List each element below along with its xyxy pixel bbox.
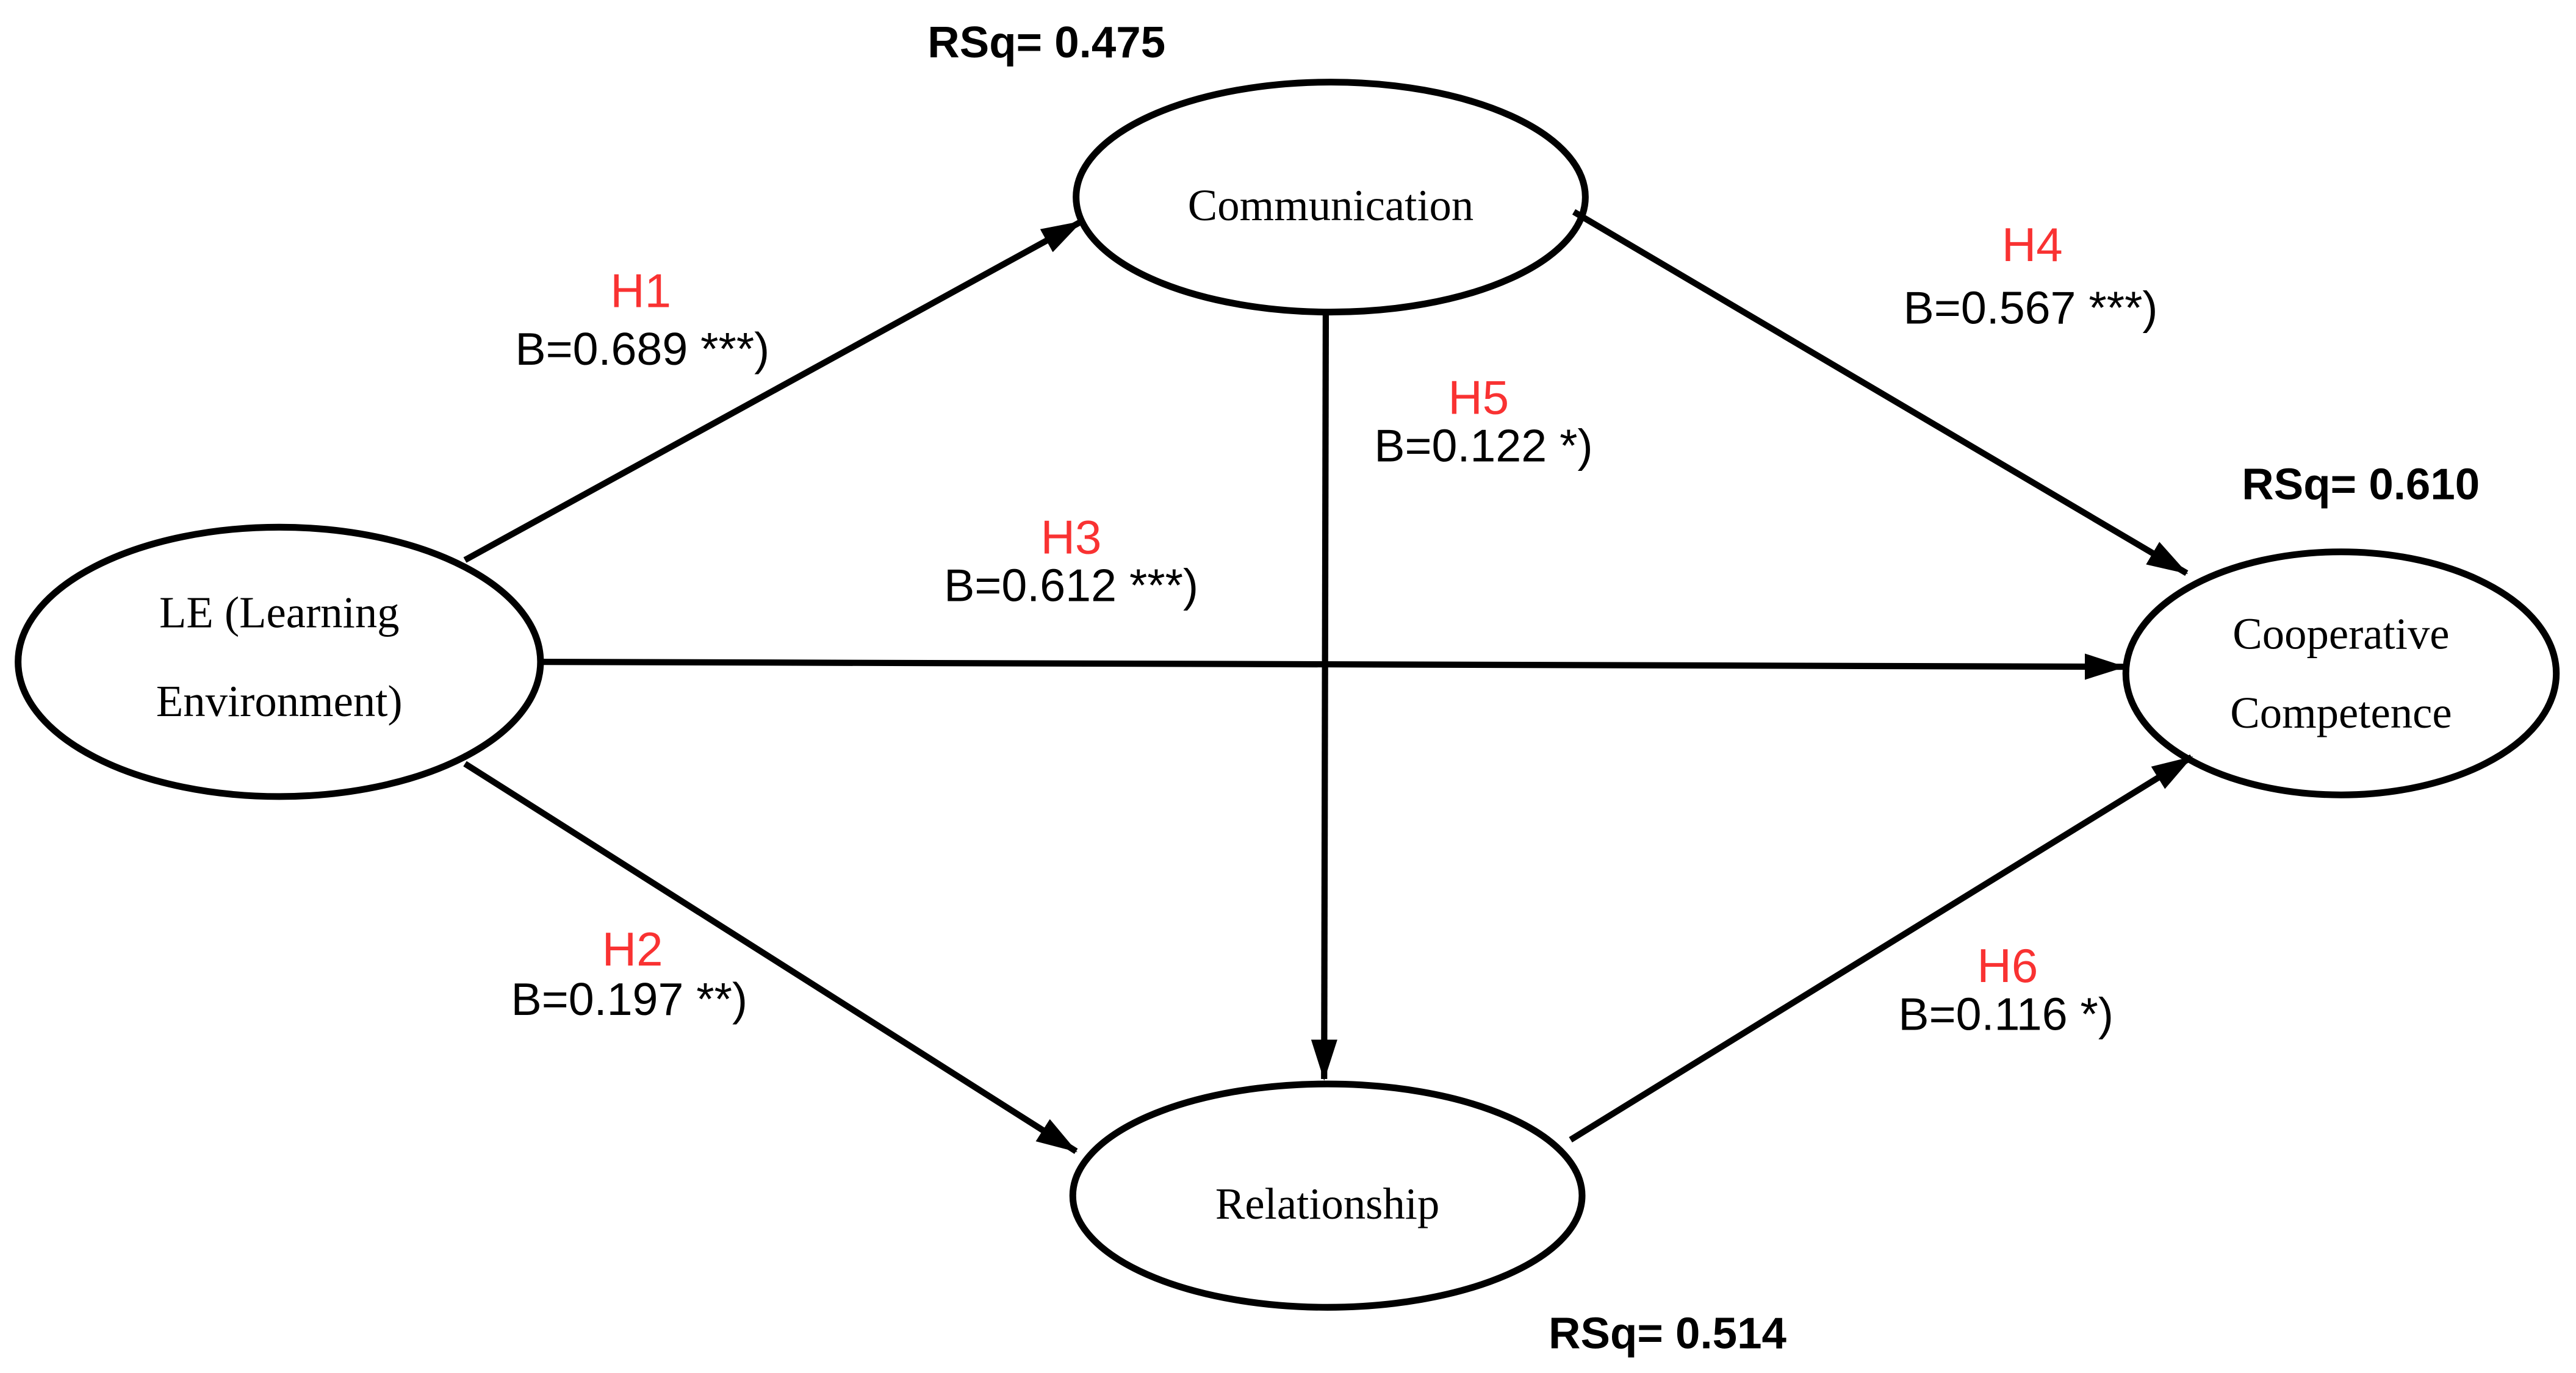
h4-arrow-communication-to-cooperative — [1572, 209, 2189, 576]
rsq-communication: RSq= 0.475 — [927, 18, 1165, 67]
h2-arrow-le-to-relationship — [463, 761, 1078, 1154]
relationship-label: Relationship — [1215, 1179, 1439, 1228]
h6-arrow-relationship-to-cooperative — [1569, 754, 2193, 1143]
h2-hypothesis-label: H2 — [602, 922, 663, 976]
learning-environment-label-line2: Environment) — [156, 676, 403, 726]
h5-coefficient-label: B=0.122 *) — [1374, 420, 1592, 471]
h6-coefficient-label: B=0.116 *) — [1898, 988, 2114, 1039]
h2-coefficient-label: B=0.197 **) — [511, 973, 747, 1025]
learning-environment-node — [15, 523, 544, 800]
h3-hypothesis-label: H3 — [1041, 510, 1102, 564]
learning-environment-label-line1: LE (Learning — [159, 588, 400, 637]
communication-label: Communication — [1188, 181, 1473, 230]
h3-arrow-le-to-cooperative — [542, 653, 2126, 680]
h3-coefficient-label: B=0.612 ***) — [944, 559, 1198, 611]
h6-hypothesis-label: H6 — [1977, 939, 2038, 992]
cooperative-competence-node — [2122, 548, 2560, 798]
rsq-cooperative-competence: RSq= 0.610 — [2242, 460, 2480, 509]
rsq-relationship: RSq= 0.514 — [1549, 1309, 1786, 1358]
h4-hypothesis-label: H4 — [2002, 218, 2063, 271]
cooperative-competence-label-line1: Cooperative — [2232, 609, 2449, 659]
communication-node — [1073, 79, 1589, 316]
h1-arrow-le-to-communication — [463, 219, 1083, 563]
h5-arrow-communication-to-relationship — [1311, 312, 1337, 1081]
h5-hypothesis-label: H5 — [1448, 371, 1509, 425]
h4-coefficient-label: B=0.567 ***) — [1904, 282, 2158, 333]
cooperative-competence-label-line2: Competence — [2230, 688, 2452, 737]
relationship-node — [1069, 1080, 1586, 1311]
h1-hypothesis-label: H1 — [610, 264, 671, 318]
h1-coefficient-label: B=0.689 ***) — [515, 323, 769, 375]
